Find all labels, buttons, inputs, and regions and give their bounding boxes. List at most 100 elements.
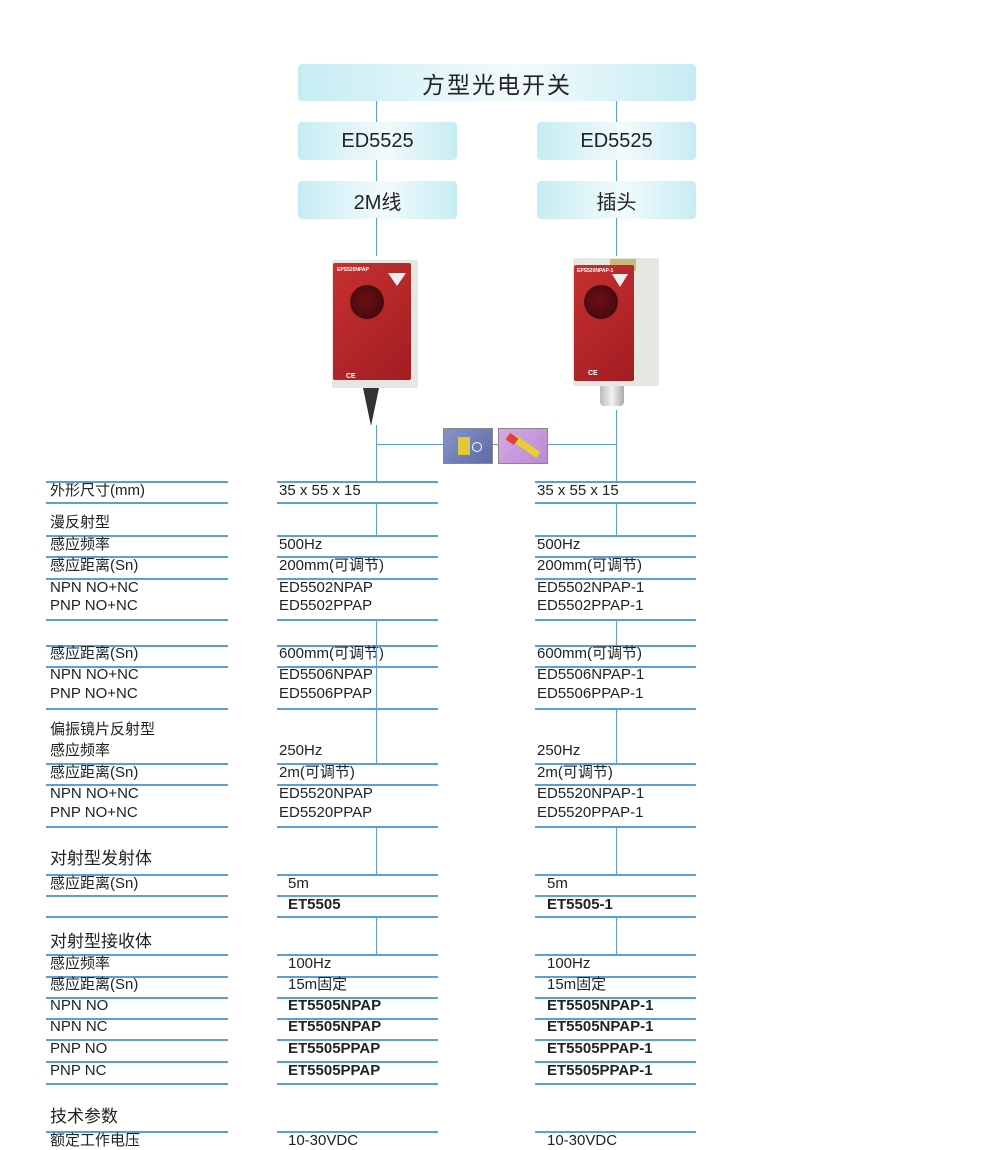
connector xyxy=(376,826,377,874)
spec-value-cable: ET5505NPAP xyxy=(288,1018,382,1035)
row-divider xyxy=(277,619,438,621)
spec-value-plug: ED5506PPAP-1 xyxy=(537,685,644,702)
row-divider xyxy=(535,874,696,876)
row-divider xyxy=(277,481,438,483)
row-divider xyxy=(535,997,696,999)
spec-label: PNP NO+NC xyxy=(50,804,138,821)
row-divider xyxy=(46,619,228,621)
connector xyxy=(376,619,377,708)
row-divider xyxy=(277,784,438,786)
spec-value-plug: 200mm(可调节) xyxy=(537,557,643,574)
row-divider xyxy=(535,763,696,765)
row-divider xyxy=(535,826,696,828)
spec-value-cable: ED5520PPAP xyxy=(279,804,373,821)
spec-label: 感应距离(Sn) xyxy=(50,557,139,574)
ce-mark: CE xyxy=(346,373,356,380)
column-2-model: ED5525 xyxy=(537,122,696,160)
connector xyxy=(376,444,616,445)
product-image-cable-sensor: EPS520NPAP CE xyxy=(330,255,420,430)
spec-label: 外形尺寸(mm) xyxy=(50,482,145,499)
row-divider xyxy=(46,556,228,558)
spec-value-cable: ET5505PPAP xyxy=(288,1062,381,1079)
connector xyxy=(616,826,617,874)
spec-label: 感应距离(Sn) xyxy=(50,645,139,662)
connector xyxy=(616,410,617,481)
row-divider xyxy=(535,578,696,580)
row-divider xyxy=(46,481,228,483)
row-divider xyxy=(535,645,696,647)
spec-value-plug: 15m固定 xyxy=(547,976,607,993)
spec-label: NPN NO xyxy=(50,997,109,1014)
connector xyxy=(376,916,377,954)
row-divider xyxy=(277,976,438,978)
row-divider xyxy=(46,954,228,956)
row-divider xyxy=(535,1039,696,1041)
spec-label: NPN NO+NC xyxy=(50,785,139,802)
spec-label: 感应距离(Sn) xyxy=(50,976,139,993)
row-divider xyxy=(46,578,228,580)
spec-value-cable: ET5505PPAP xyxy=(288,1040,381,1057)
spec-value-cable: 200mm(可调节) xyxy=(279,557,385,574)
spec-value-plug: ET5505PPAP-1 xyxy=(547,1062,653,1079)
row-divider xyxy=(277,997,438,999)
row-divider xyxy=(535,784,696,786)
connector xyxy=(376,160,377,181)
row-divider xyxy=(46,535,228,537)
row-divider xyxy=(46,874,228,876)
row-divider xyxy=(277,895,438,897)
row-divider xyxy=(46,708,228,710)
row-divider xyxy=(46,895,228,897)
spec-value-plug: 600mm(可调节) xyxy=(537,645,643,662)
row-divider xyxy=(46,1131,228,1133)
product-image-plug-sensor: EPS520NPAP-1 CE xyxy=(568,255,663,415)
spec-label: PNP NO+NC xyxy=(50,685,138,702)
spec-value-cable: 250Hz xyxy=(279,742,323,759)
spec-value-plug: ED5520NPAP-1 xyxy=(537,785,645,802)
row-divider xyxy=(46,1061,228,1063)
spec-value-cable: 100Hz xyxy=(288,955,332,972)
row-divider xyxy=(46,666,228,668)
row-divider xyxy=(535,1018,696,1020)
row-divider xyxy=(277,954,438,956)
row-divider xyxy=(277,666,438,668)
row-divider xyxy=(277,874,438,876)
spec-value-cable: 5m xyxy=(288,875,309,892)
row-divider xyxy=(46,997,228,999)
spec-value-plug: ET5505-1 xyxy=(547,896,613,913)
row-divider xyxy=(535,916,696,918)
spec-value-plug: ET5505NPAP-1 xyxy=(547,997,654,1014)
row-divider xyxy=(535,1083,696,1085)
row-divider xyxy=(277,535,438,537)
spec-value-plug: 5m xyxy=(547,875,568,892)
row-divider xyxy=(277,645,438,647)
connector-plug-icon xyxy=(600,386,624,406)
spec-value-plug: ET5505NPAP-1 xyxy=(547,1018,654,1035)
spec-value-plug: 10-30VDC xyxy=(547,1132,618,1149)
row-divider xyxy=(277,578,438,580)
spec-value-cable: ED5502PPAP xyxy=(279,597,373,614)
row-divider xyxy=(46,976,228,978)
row-divider xyxy=(535,708,696,710)
connector xyxy=(376,218,377,256)
row-divider xyxy=(277,826,438,828)
spec-value-cable: 15m固定 xyxy=(288,976,348,993)
spec-label: 额定工作电压 xyxy=(50,1132,141,1149)
spec-value-plug: ED5502NPAP-1 xyxy=(537,579,645,596)
row-divider xyxy=(535,481,696,483)
page-title: 方型光电开关 xyxy=(298,64,696,101)
connector xyxy=(376,425,377,481)
row-divider xyxy=(46,502,228,504)
spec-label: NPN NO+NC xyxy=(50,666,139,683)
row-divider xyxy=(277,1039,438,1041)
connector xyxy=(616,502,617,535)
spec-value-cable: 35 x 55 x 15 xyxy=(279,482,361,499)
spec-label: 对射型发射体 xyxy=(50,849,152,868)
row-divider xyxy=(277,916,438,918)
row-divider xyxy=(277,708,438,710)
spec-value-cable: 2m(可调节) xyxy=(279,764,355,781)
spec-value-plug: ED5520PPAP-1 xyxy=(537,804,644,821)
spec-label: PNP NO+NC xyxy=(50,597,138,614)
spec-value-cable: ET5505NPAP xyxy=(288,997,382,1014)
spec-value-cable: 10-30VDC xyxy=(288,1132,359,1149)
brand-logo-icon xyxy=(612,274,628,287)
